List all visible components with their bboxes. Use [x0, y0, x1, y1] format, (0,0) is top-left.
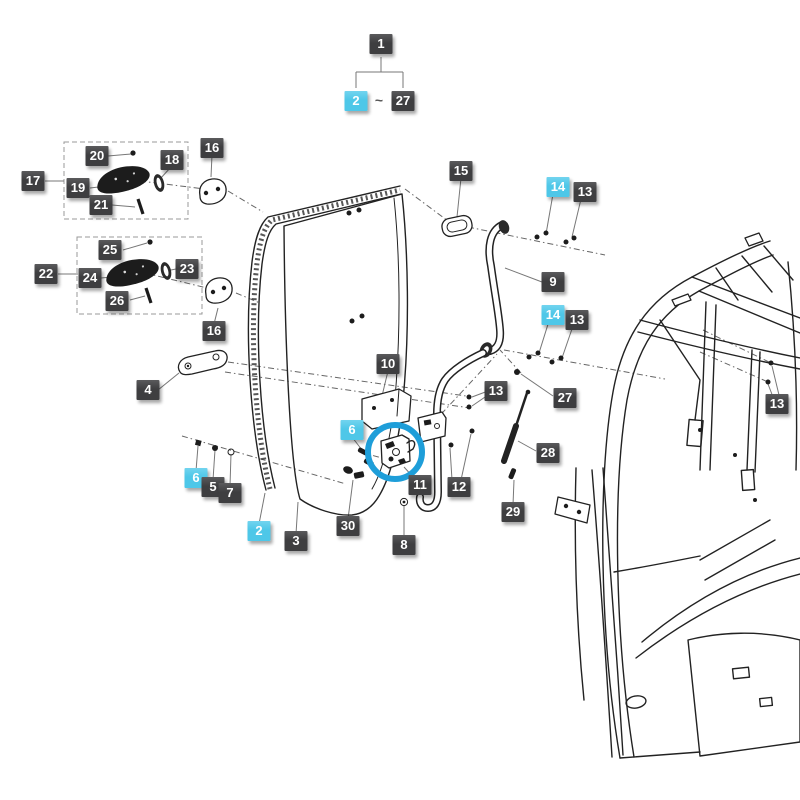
inner-handle-assembly [106, 239, 172, 304]
part-label-22[interactable]: 22 [34, 264, 58, 284]
part-label-14-a[interactable]: 14 [546, 177, 570, 197]
part-label-9[interactable]: 9 [541, 272, 565, 292]
range-separator: ~ [374, 92, 384, 108]
striker-bumper [343, 466, 365, 479]
highlight-circle [365, 422, 425, 482]
part-label-1[interactable]: 1 [369, 34, 393, 54]
latch-mounting-plate [361, 388, 412, 430]
handle-ring-23 [160, 262, 172, 280]
key-blank-21 [136, 198, 145, 215]
key-blank-26 [144, 287, 153, 304]
gasket-15 [441, 214, 473, 238]
fasteners [194, 230, 774, 507]
handle-bezel-18 [153, 174, 165, 192]
part-label-8[interactable]: 8 [392, 535, 416, 555]
inner-release-tube [415, 349, 487, 513]
part-label-27-range[interactable]: 27 [391, 91, 415, 111]
range-bracket [355, 57, 404, 88]
part-label-25[interactable]: 25 [98, 240, 122, 260]
cab-frame [554, 232, 800, 759]
part-label-13-b[interactable]: 13 [565, 310, 589, 330]
part-label-7[interactable]: 7 [218, 483, 242, 503]
handle-assembly-box-inner [76, 236, 203, 315]
part-label-10[interactable]: 10 [376, 354, 400, 374]
part-label-4[interactable]: 4 [136, 380, 160, 400]
part-label-15[interactable]: 15 [449, 161, 473, 181]
door-seal [247, 185, 402, 491]
part-label-18[interactable]: 18 [160, 150, 184, 170]
hinge-plate-upper [198, 178, 227, 205]
part-label-17[interactable]: 17 [21, 171, 45, 191]
part-label-12[interactable]: 12 [447, 477, 471, 497]
part-label-27-b[interactable]: 27 [553, 388, 577, 408]
part-label-16-b[interactable]: 16 [202, 321, 226, 341]
gas-strut [501, 389, 531, 464]
part-label-16-a[interactable]: 16 [200, 138, 224, 158]
part-label-28[interactable]: 28 [536, 443, 560, 463]
outer-handle-assembly [97, 150, 165, 215]
part-label-13-d[interactable]: 13 [765, 394, 789, 414]
handle-bolt-20 [130, 150, 136, 156]
part-label-6-a[interactable]: 6 [340, 420, 364, 440]
handle-bolt-25 [147, 239, 153, 245]
hinge-plate-lower [204, 277, 233, 304]
part-label-3[interactable]: 3 [284, 531, 308, 551]
part-label-20[interactable]: 20 [85, 146, 109, 166]
door-hinge-bracket [177, 349, 228, 376]
part-label-11[interactable]: 11 [408, 475, 432, 495]
part-label-14-b[interactable]: 14 [541, 305, 565, 325]
door-latch [380, 434, 416, 469]
part-label-24[interactable]: 24 [78, 268, 102, 288]
part-label-23[interactable]: 23 [175, 259, 199, 279]
part-label-2-range[interactable]: 2 [344, 91, 368, 111]
part-label-30[interactable]: 30 [336, 516, 360, 536]
part-label-21[interactable]: 21 [89, 195, 113, 215]
part-label-26[interactable]: 26 [105, 291, 129, 311]
part-label-2[interactable]: 2 [247, 521, 271, 541]
part-label-13-a[interactable]: 13 [573, 182, 597, 202]
part-label-19[interactable]: 19 [66, 178, 90, 198]
part-label-13-c[interactable]: 13 [484, 381, 508, 401]
part-label-29[interactable]: 29 [501, 502, 525, 522]
